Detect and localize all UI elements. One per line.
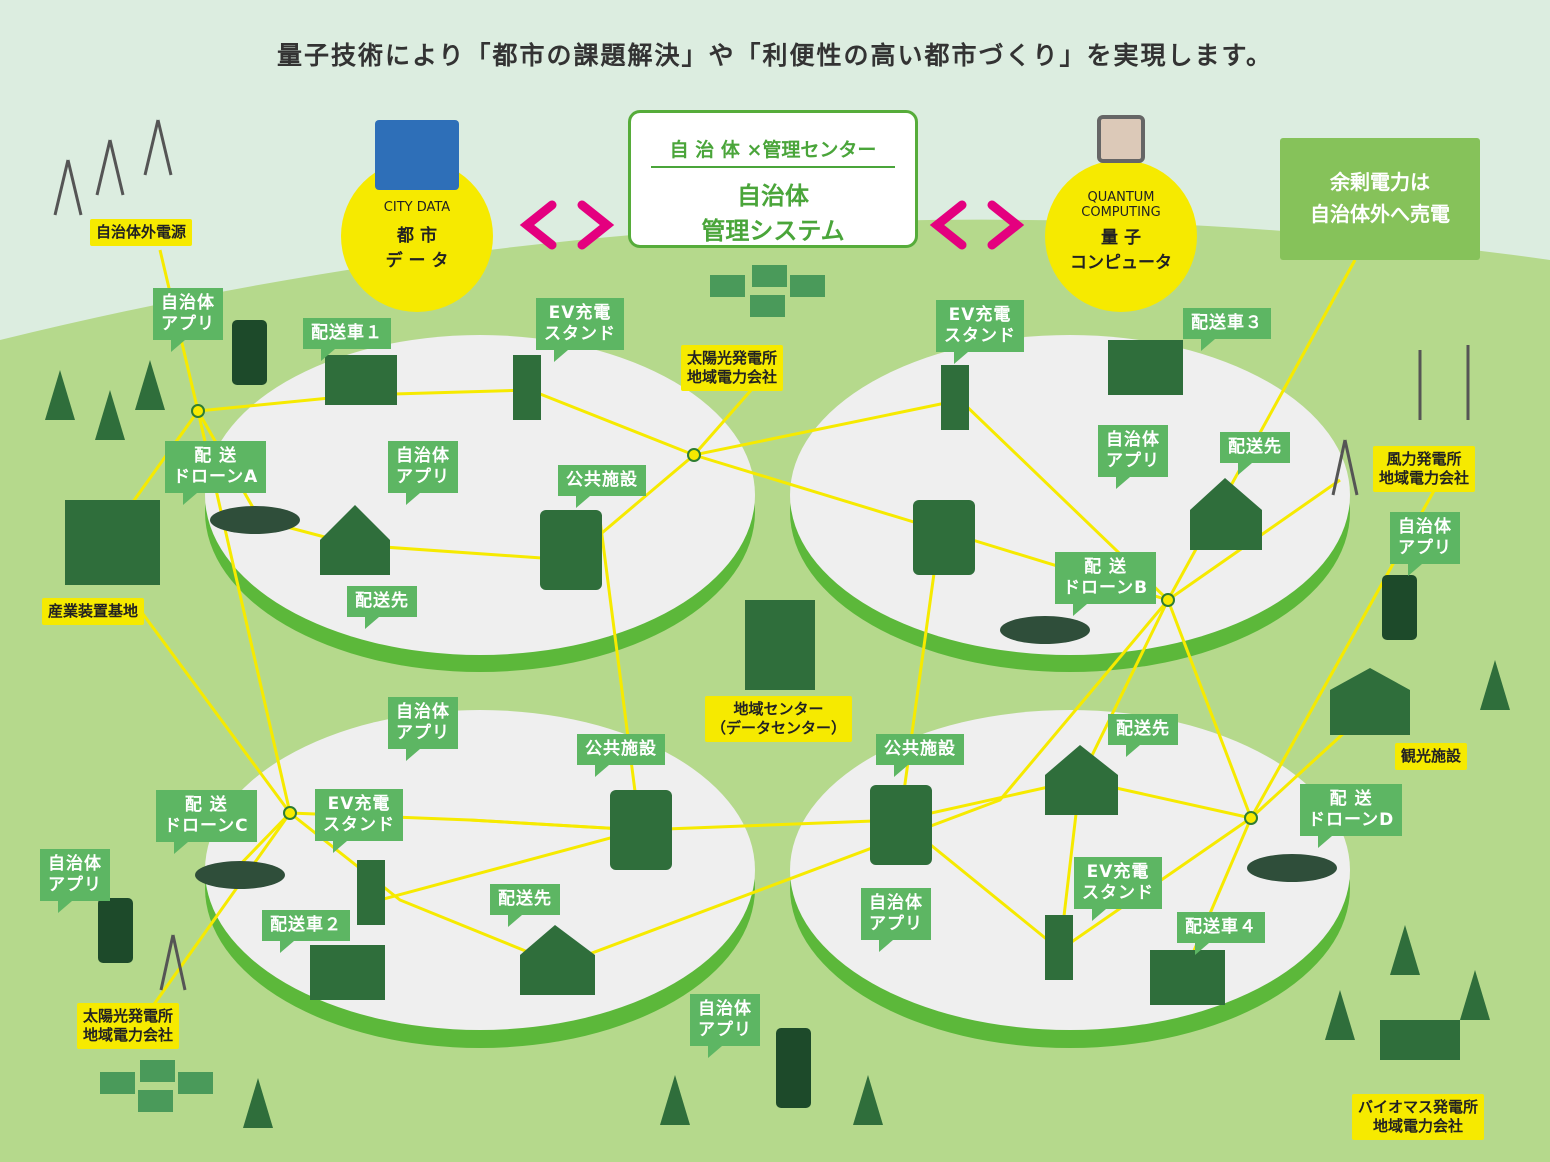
smartphone-icon (1382, 575, 1417, 640)
quantum-jp2: コンピュータ (1070, 253, 1172, 273)
public-facility-icon (870, 785, 932, 865)
bubble-app: 自治体 アプリ (153, 288, 223, 352)
ev-charger-icon (941, 365, 969, 430)
center-box-line1: 自治体 (737, 182, 809, 210)
label-solar-plant-2: 太陽光発電所 地域電力会社 (77, 1003, 180, 1049)
bubble-app: 自治体 アプリ (388, 441, 458, 505)
district-top-left (205, 335, 755, 655)
bubble-app: 自治体 アプリ (861, 888, 931, 952)
smartphone-icon (232, 320, 267, 385)
truck-icon (1150, 950, 1225, 1005)
label-tourist-facility: 観光施設 (1395, 743, 1468, 770)
public-facility-icon (913, 500, 975, 575)
quantum-en2: COMPUTING (1081, 205, 1161, 220)
surplus-line1: 余剰電力は (1330, 170, 1430, 194)
house-icon (1045, 745, 1118, 815)
solar-panels (100, 265, 825, 1112)
bubble-truck-1: 配送車１ (303, 318, 391, 361)
bubble-drone-d: 配 送 ドローンD (1300, 784, 1403, 848)
bubble-truck-3: 配送車３ (1183, 308, 1271, 351)
trees (45, 360, 1510, 1128)
bubble-destination: 配送先 (1220, 432, 1290, 475)
surplus-line2: 自治体外へ売電 (1310, 202, 1450, 226)
bubble-public-facility: 公共施設 (876, 734, 964, 777)
page-title: 量子技術により「都市の課題解決」や「利便性の高い都市づくり」を実現します。 (276, 41, 1273, 70)
city-data-jp2: デ ー タ (385, 251, 449, 271)
truck-icon (310, 945, 385, 1000)
smartphone-icon (98, 898, 133, 963)
quantum-chip-icon (1097, 115, 1145, 163)
bubble-ev-station: EV充電 スタンド (315, 789, 403, 853)
district-top-right (790, 335, 1350, 655)
quantum-en1: QUANTUM (1087, 190, 1155, 205)
bubble-ev-station: EV充電 スタンド (1074, 857, 1162, 921)
factory-icon (65, 500, 160, 585)
bubble-public-facility: 公共施設 (558, 465, 646, 508)
server-icon (375, 120, 459, 190)
surplus-power-box: 余剰電力は 自治体外へ売電 (1280, 138, 1480, 260)
data-center-icon (745, 600, 815, 690)
city-data-circle: CITY DATA 都 市 デ ー タ (341, 120, 493, 312)
label-external-power: 自治体外電源 (90, 219, 193, 246)
exchange-arrows (519, 200, 1025, 250)
city-data-jp1: 都 市 (397, 226, 437, 246)
bubble-truck-4: 配送車４ (1177, 912, 1265, 955)
bubble-drone-b: 配 送 ドローンB (1055, 552, 1157, 616)
buildings (65, 340, 1460, 1060)
ev-charger-icon (357, 860, 385, 925)
center-box-header: 自 治 体 ×管理センター (651, 135, 895, 168)
bubble-app: 自治体 アプリ (1098, 425, 1168, 489)
tourist-facility-icon (1330, 668, 1410, 735)
bubble-destination: 配送先 (490, 884, 560, 927)
public-facility-icon (540, 510, 602, 590)
bubble-app: 自治体 アプリ (690, 994, 760, 1058)
bubble-destination: 配送先 (347, 586, 417, 629)
quantum-jp1: 量 子 (1101, 228, 1141, 248)
ev-charger-icon (1045, 915, 1073, 980)
house-icon (320, 505, 390, 575)
city-data-en: CITY DATA (383, 200, 451, 215)
bubble-ev-station: EV充電 スタンド (936, 300, 1024, 364)
public-facility-icon (610, 790, 672, 870)
center-box-line2: 管理システム (701, 217, 845, 245)
bubble-ev-station: EV充電 スタンド (536, 298, 624, 362)
label-data-center: 地域センター （データセンター） (705, 696, 853, 742)
bubble-destination: 配送先 (1108, 714, 1178, 757)
district-bottom-left (205, 710, 755, 1030)
power-towers (53, 119, 1470, 991)
municipal-management-system: 自 治 体 ×管理センター 自治体 管理システム (628, 110, 918, 248)
bubble-truck-2: 配送車２ (262, 910, 350, 953)
house-icon (520, 925, 595, 995)
bubble-app: 自治体 アプリ (388, 697, 458, 761)
bubble-app: 自治体 アプリ (1390, 512, 1460, 576)
quantum-computing-circle: QUANTUM COMPUTING 量 子 コンピュータ (1045, 115, 1197, 312)
house-icon (1190, 478, 1262, 550)
label-solar-plant: 太陽光発電所 地域電力会社 (681, 345, 784, 391)
label-industrial-base: 産業装置基地 (42, 598, 145, 625)
truck-icon (325, 355, 397, 405)
bubble-app: 自治体 アプリ (40, 849, 110, 913)
biomass-plant-icon (1380, 1020, 1460, 1060)
bubble-drone-c: 配 送 ドローンC (156, 790, 257, 854)
smartphone-icon (776, 1028, 811, 1108)
label-wind-plant: 風力発電所 地域電力会社 (1373, 446, 1476, 492)
apps (98, 320, 1417, 1108)
network-nodes (191, 404, 1258, 825)
bubble-public-facility: 公共施設 (577, 734, 665, 777)
wind-turbine-icon (1418, 345, 1470, 420)
bubble-drone-a: 配 送 ドローンA (165, 441, 267, 505)
truck-icon (1108, 340, 1183, 395)
label-biomass-plant: バイオマス発電所 地域電力会社 (1352, 1094, 1485, 1140)
drones (195, 506, 1337, 889)
ev-charger-icon (513, 355, 541, 420)
